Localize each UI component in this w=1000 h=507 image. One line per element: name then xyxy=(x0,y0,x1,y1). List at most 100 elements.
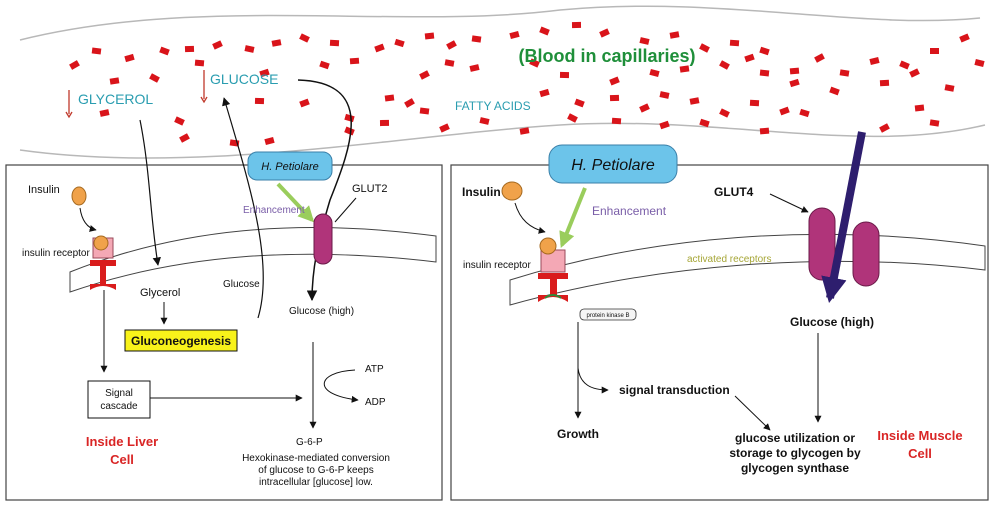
blood-particle xyxy=(244,45,255,53)
blood-particle xyxy=(789,67,800,75)
protein-kinase-b-box xyxy=(579,308,637,321)
blood-title: (Blood in capillaries) xyxy=(518,46,695,66)
enhancement-liver-label: Enhancement xyxy=(243,205,305,216)
blood-particle xyxy=(539,88,550,98)
blood-particle xyxy=(419,70,430,80)
fatty-acids-label: FATTY ACIDS xyxy=(455,99,531,113)
utilization-line1: glucose utilization or xyxy=(735,431,855,445)
glut4-transporter-1 xyxy=(808,207,836,281)
blood-particle xyxy=(669,31,680,39)
insulin-receptor-muscle-label: insulin receptor xyxy=(463,260,531,271)
blood-particle xyxy=(446,40,457,50)
blood-particle xyxy=(759,127,770,135)
blood-particle xyxy=(689,97,700,105)
signal-cascade-label-line2: cascade xyxy=(100,401,138,412)
blood-particle xyxy=(319,60,330,70)
inside-liver-line1: Inside Liver xyxy=(86,434,158,449)
blood-particle xyxy=(559,71,570,79)
enhancement-liver-arrow xyxy=(276,182,315,223)
blood-particle xyxy=(744,53,755,63)
insulin-liver-label: Insulin xyxy=(28,184,60,196)
blood-particle xyxy=(879,79,890,87)
blood-particle xyxy=(639,37,650,45)
blood-particle xyxy=(869,57,880,65)
blood-particle xyxy=(444,59,455,67)
glycerol-entry-arrow xyxy=(139,119,161,266)
blood-particle xyxy=(99,109,110,117)
blood-particle xyxy=(439,123,450,133)
glycerol-cell-label: Glycerol xyxy=(140,287,180,299)
inside-liver-line2: Cell xyxy=(110,452,134,467)
blood-particle xyxy=(929,119,940,127)
blood-particle xyxy=(212,40,223,50)
blood-particle xyxy=(174,116,185,126)
blood-particle xyxy=(609,76,620,86)
blood-particle xyxy=(529,58,540,68)
glucose-export-arrow xyxy=(222,97,264,319)
blood-particle xyxy=(264,136,275,146)
blood-particle xyxy=(779,106,790,116)
petiolare-liver-pill[interactable] xyxy=(247,151,333,181)
blood-particle xyxy=(299,98,310,108)
blood-particle xyxy=(699,118,710,128)
blood-particle xyxy=(909,68,920,78)
signal-cascade-box xyxy=(87,380,151,419)
insulin-receptor-muscle-icon xyxy=(538,237,568,302)
hexokinase-line1: Hexokinase-mediated conversion xyxy=(242,453,390,464)
blood-particle xyxy=(914,104,925,112)
g6p-label: G-6-P xyxy=(296,437,323,448)
blood-particle xyxy=(91,47,102,55)
blood-particle xyxy=(729,39,740,47)
blood-particle xyxy=(124,53,135,63)
gluconeogenesis-label: Gluconeogenesis xyxy=(131,334,231,348)
blood-particle xyxy=(379,119,390,127)
utilization-line2: storage to glycogen by xyxy=(729,446,861,460)
blood-particle xyxy=(899,60,910,70)
glut4-label: GLUT4 xyxy=(714,185,754,199)
blood-particle xyxy=(384,94,395,102)
blood-particle xyxy=(69,60,80,70)
blood-particle xyxy=(404,98,415,108)
glucose-high-liver-label: Glucose (high) xyxy=(289,306,354,317)
blood-particle xyxy=(699,43,710,53)
blood-particle xyxy=(329,39,340,47)
blood-particles xyxy=(69,21,985,147)
blood-particle xyxy=(679,65,690,73)
blood-particle xyxy=(149,73,160,83)
blood-particle xyxy=(719,60,730,70)
atp-label: ATP xyxy=(365,364,384,375)
glucose-entry-arrow xyxy=(297,79,352,302)
blood-particle xyxy=(649,68,660,78)
insulin-receptor-liver-label: insulin receptor xyxy=(22,248,90,259)
adp-label: ADP xyxy=(365,397,386,408)
petiolare-muscle-pill[interactable] xyxy=(548,144,678,184)
inside-muscle-line1: Inside Muscle xyxy=(877,428,962,443)
glut2-transporter xyxy=(313,213,333,265)
blood-particle xyxy=(109,77,120,85)
blood-particle xyxy=(254,97,265,105)
enhancement-muscle-arrow xyxy=(559,187,587,248)
insulin-muscle-binding-arrow xyxy=(514,202,546,234)
blood-particle xyxy=(611,117,622,125)
blood-particle xyxy=(471,35,482,43)
blood-particle xyxy=(749,99,760,107)
blood-particle xyxy=(571,21,582,29)
enhancement-muscle-label: Enhancement xyxy=(592,204,667,218)
blood-particle xyxy=(829,86,840,96)
insulin-receptor-liver-icon xyxy=(90,235,116,290)
blood-particle xyxy=(879,123,890,133)
blood-particle xyxy=(479,117,490,125)
blood-particle xyxy=(759,69,770,77)
signal-to-utilization-arrow xyxy=(734,395,771,431)
capillary-wall-bottom xyxy=(19,122,986,159)
insulin-muscle-icon xyxy=(501,181,523,201)
blood-particle xyxy=(424,32,435,40)
hexokinase-line2: of glucose to G-6-P keeps xyxy=(258,465,373,476)
blood-particle xyxy=(299,33,310,43)
blood-particle xyxy=(349,57,360,65)
glut2-label: GLUT2 xyxy=(352,183,387,195)
blood-particle xyxy=(539,26,550,36)
glucose-uptake-big-arrow xyxy=(821,131,866,304)
blood-particle xyxy=(839,69,850,77)
protein-kinase-b-label: protein kinase B xyxy=(586,313,629,319)
